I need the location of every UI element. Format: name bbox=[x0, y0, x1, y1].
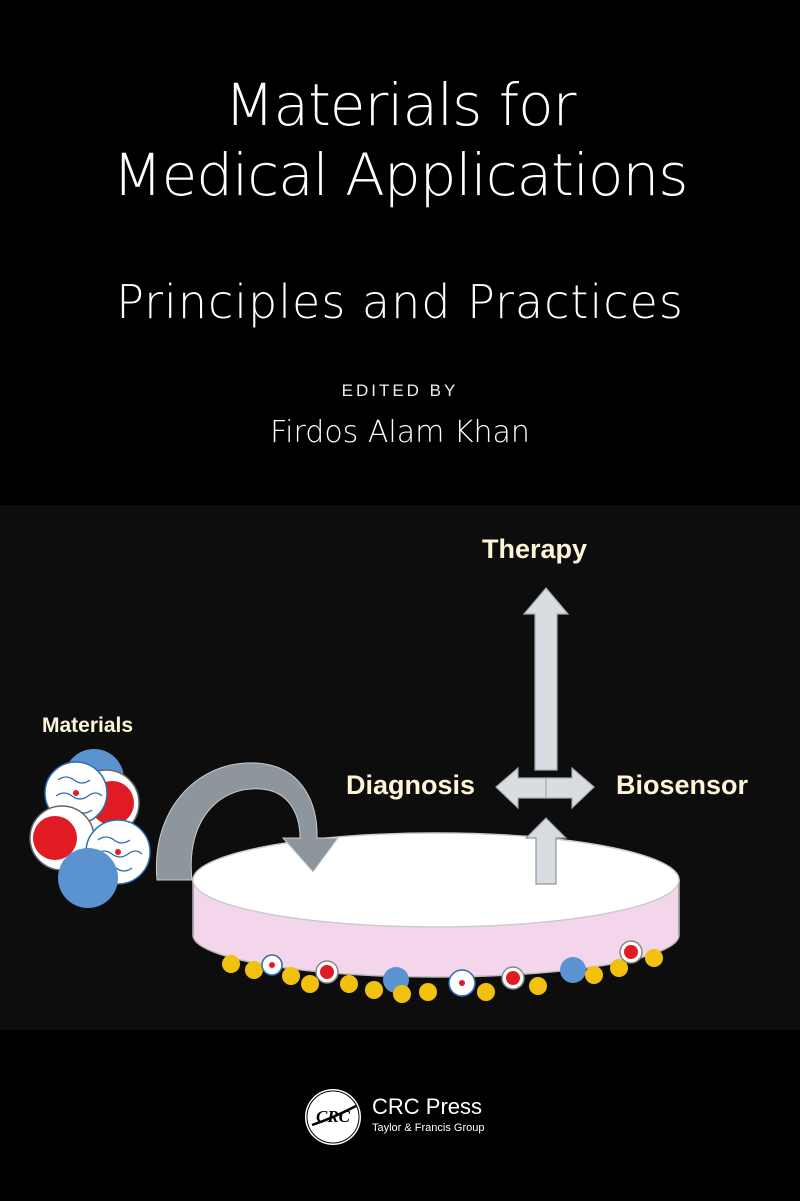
biosensor-arrow-icon bbox=[545, 766, 595, 810]
petri-dish-icon bbox=[192, 832, 680, 978]
title-line-2: Medical Applications bbox=[112, 141, 689, 209]
curved-arrow-icon bbox=[155, 762, 339, 881]
crc-press-logo-icon: CRC bbox=[305, 1089, 361, 1145]
materials-label: Materials bbox=[42, 714, 134, 737]
biosensor-label: Biosensor bbox=[616, 770, 749, 800]
therapy-arrow-icon bbox=[522, 587, 570, 771]
materials-cluster-icon bbox=[29, 749, 151, 908]
edited-by-label: EDITED BY bbox=[341, 381, 459, 400]
title-line-1: Materials for bbox=[224, 71, 576, 139]
publisher-group: Taylor & Francis Group bbox=[372, 1122, 485, 1134]
diagnosis-label: Diagnosis bbox=[346, 770, 476, 800]
dish-particles-icon bbox=[222, 940, 663, 1003]
book-title: Materials for Medical Applications bbox=[0, 70, 800, 210]
crc-logo-text: CRC bbox=[316, 1107, 351, 1126]
up-arrow-icon bbox=[524, 817, 568, 885]
editor-name: Firdos Alam Khan bbox=[270, 415, 530, 450]
publisher-block: CRC CRC Press Taylor & Francis Group bbox=[304, 1088, 524, 1148]
therapy-label: Therapy bbox=[482, 534, 588, 564]
diagnosis-arrow-icon bbox=[495, 766, 547, 810]
publisher-name: CRC Press bbox=[372, 1094, 483, 1119]
book-subtitle: Principles and Practices bbox=[116, 275, 684, 329]
